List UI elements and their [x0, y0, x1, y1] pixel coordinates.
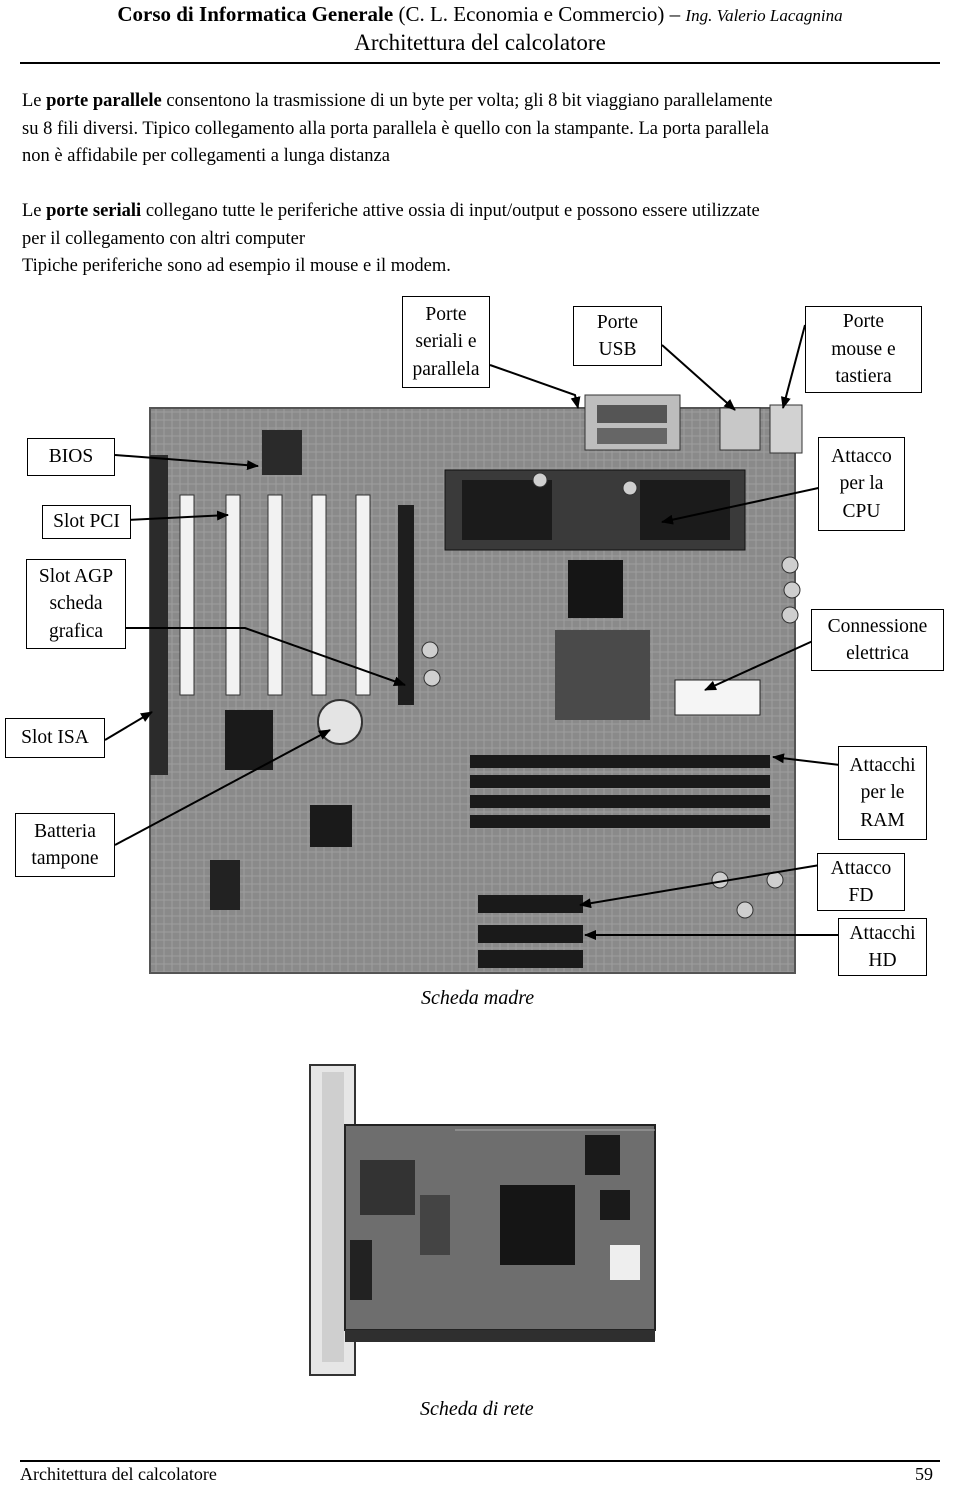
caption-motherboard: Scheda madre — [421, 987, 535, 1009]
header-rule — [20, 62, 940, 64]
heatsink — [555, 630, 650, 720]
serial-ports-paragraph: Le porte seriali collegano tutte le peri… — [22, 201, 760, 276]
label-bios: BIOS — [27, 438, 115, 476]
pci-slots — [179, 494, 371, 696]
bios-chip — [262, 430, 302, 475]
motherboard-photo — [149, 394, 803, 974]
annotation-arrows — [104, 324, 841, 940]
label-isa-slot: Slot ISA — [5, 718, 105, 758]
chipset — [568, 560, 623, 618]
hd-connector-1 — [478, 925, 583, 943]
fd-connector — [478, 895, 583, 913]
agp-slot — [398, 505, 414, 705]
footer-title: Architettura del calcolatore — [20, 1464, 217, 1484]
course-header: Corso di Informatica Generale (C. L. Eco… — [117, 2, 843, 26]
page-number: 59 — [915, 1464, 933, 1484]
battery — [317, 699, 363, 745]
parallel-ports-paragraph: Le porte parallele consentono la trasmis… — [22, 91, 773, 166]
isa-slot — [150, 455, 168, 775]
network-card-photo — [309, 1064, 656, 1376]
label-pci-slot: Slot PCI — [42, 505, 131, 539]
caption-network-card: Scheda di rete — [420, 1398, 534, 1420]
rear-io-ports — [584, 394, 803, 454]
power-connector — [674, 679, 761, 716]
footer-rule — [20, 1460, 940, 1462]
ram-slots — [470, 755, 770, 828]
chapter-title: Architettura del calcolatore — [354, 30, 606, 55]
hd-connector-2 — [478, 950, 583, 968]
